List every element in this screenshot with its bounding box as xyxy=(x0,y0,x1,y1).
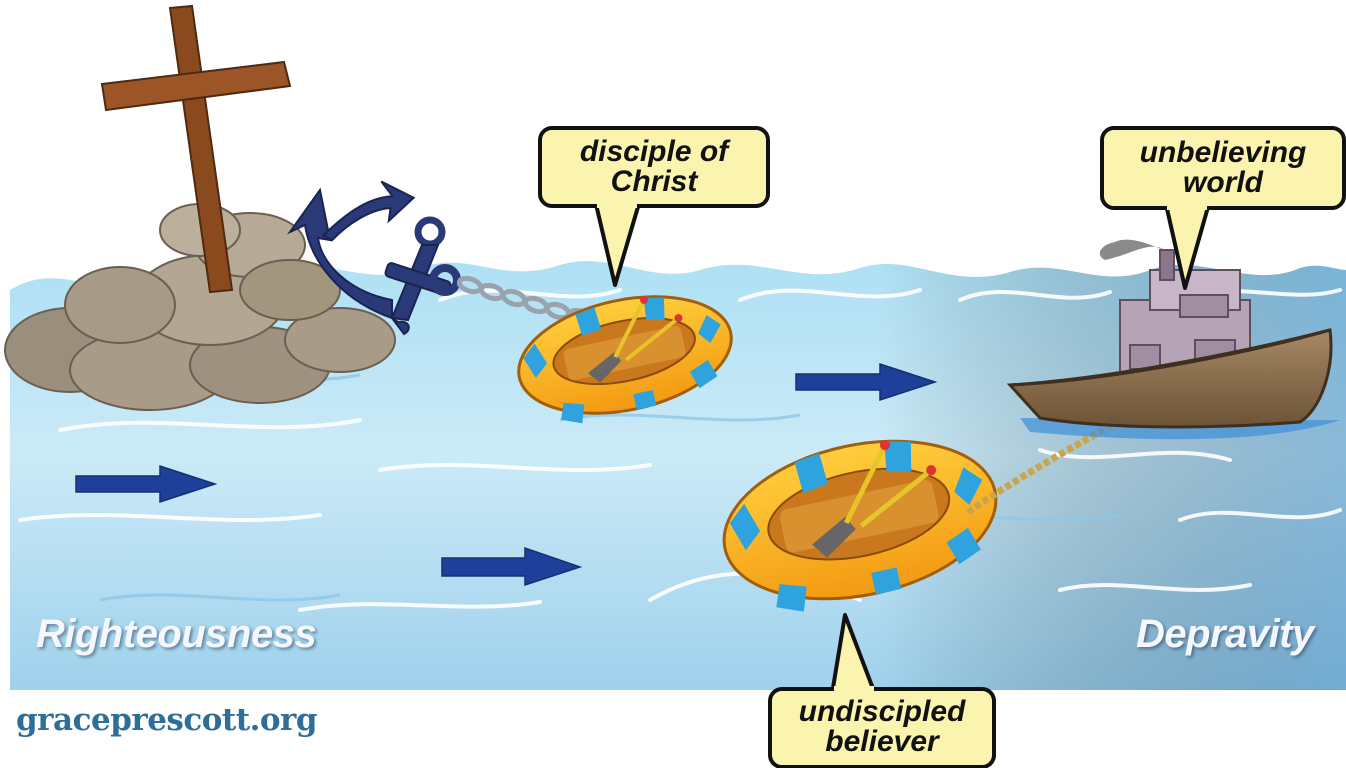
drifting-raft-icon xyxy=(722,439,998,612)
arrow-icon xyxy=(75,464,218,504)
site-url: graceprescott.org xyxy=(16,702,318,738)
arrow-icon xyxy=(441,546,583,587)
current-arrows xyxy=(75,362,938,587)
callout-world xyxy=(1100,126,1346,290)
tow-rope xyxy=(966,398,1162,515)
cross-icon xyxy=(100,4,292,294)
callout-disciple xyxy=(538,126,770,287)
boat-icon xyxy=(1006,239,1340,440)
label-depravity: Depravity xyxy=(1136,612,1314,656)
anchored-raft-icon xyxy=(517,295,733,424)
label-righteousness: Righteousness xyxy=(36,612,317,656)
callout-undiscipled xyxy=(768,613,996,768)
arrow-icon xyxy=(795,362,938,402)
